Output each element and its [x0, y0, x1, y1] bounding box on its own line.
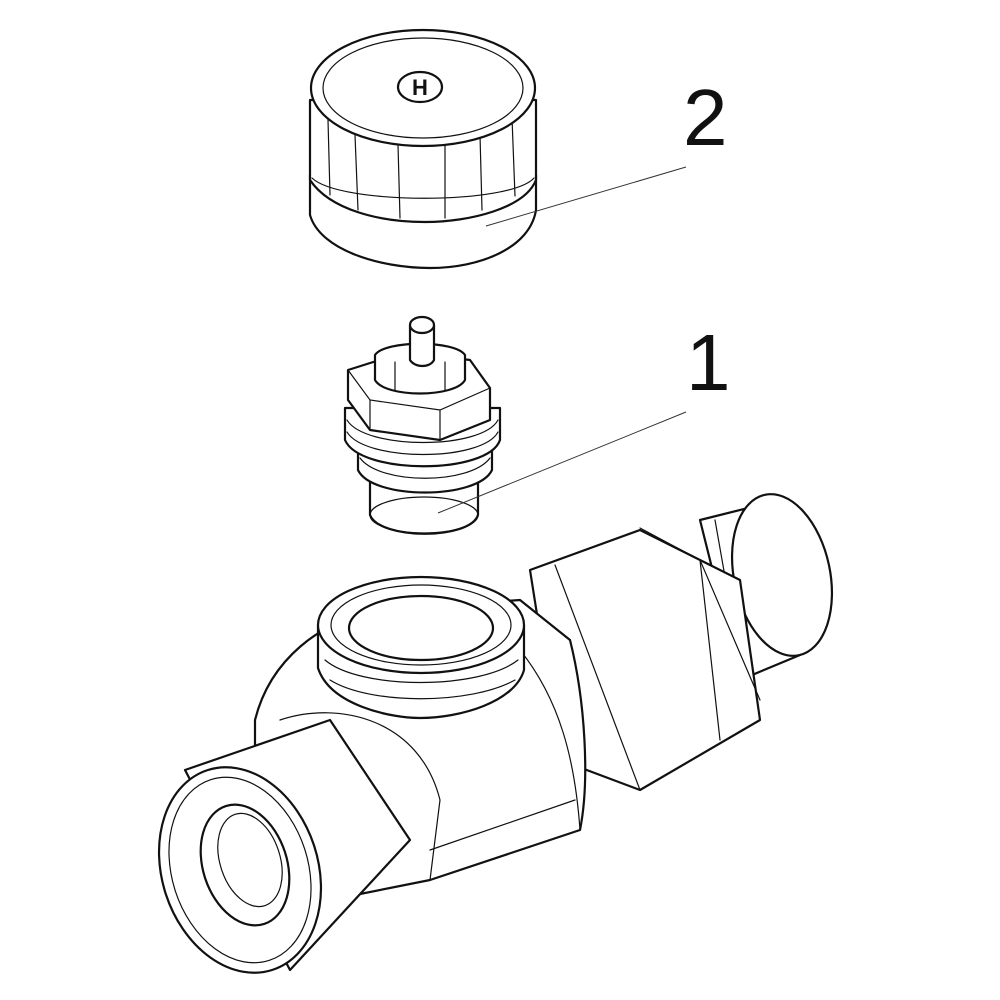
valve-insert [343, 315, 502, 535]
callout-2-label: 2 [683, 73, 728, 162]
cap-ribs [327, 117, 516, 219]
tail-pipe [698, 493, 834, 691]
valve-body [157, 493, 834, 974]
left-socket [157, 718, 412, 974]
callout-2: 2 [485, 73, 728, 227]
cap-logo-text: H [412, 75, 428, 100]
callout-1-label: 1 [686, 318, 731, 407]
top-port [316, 575, 526, 720]
cap-logo: H [396, 70, 444, 104]
protective-cap: H [308, 28, 538, 270]
callout-1: 1 [437, 318, 731, 514]
